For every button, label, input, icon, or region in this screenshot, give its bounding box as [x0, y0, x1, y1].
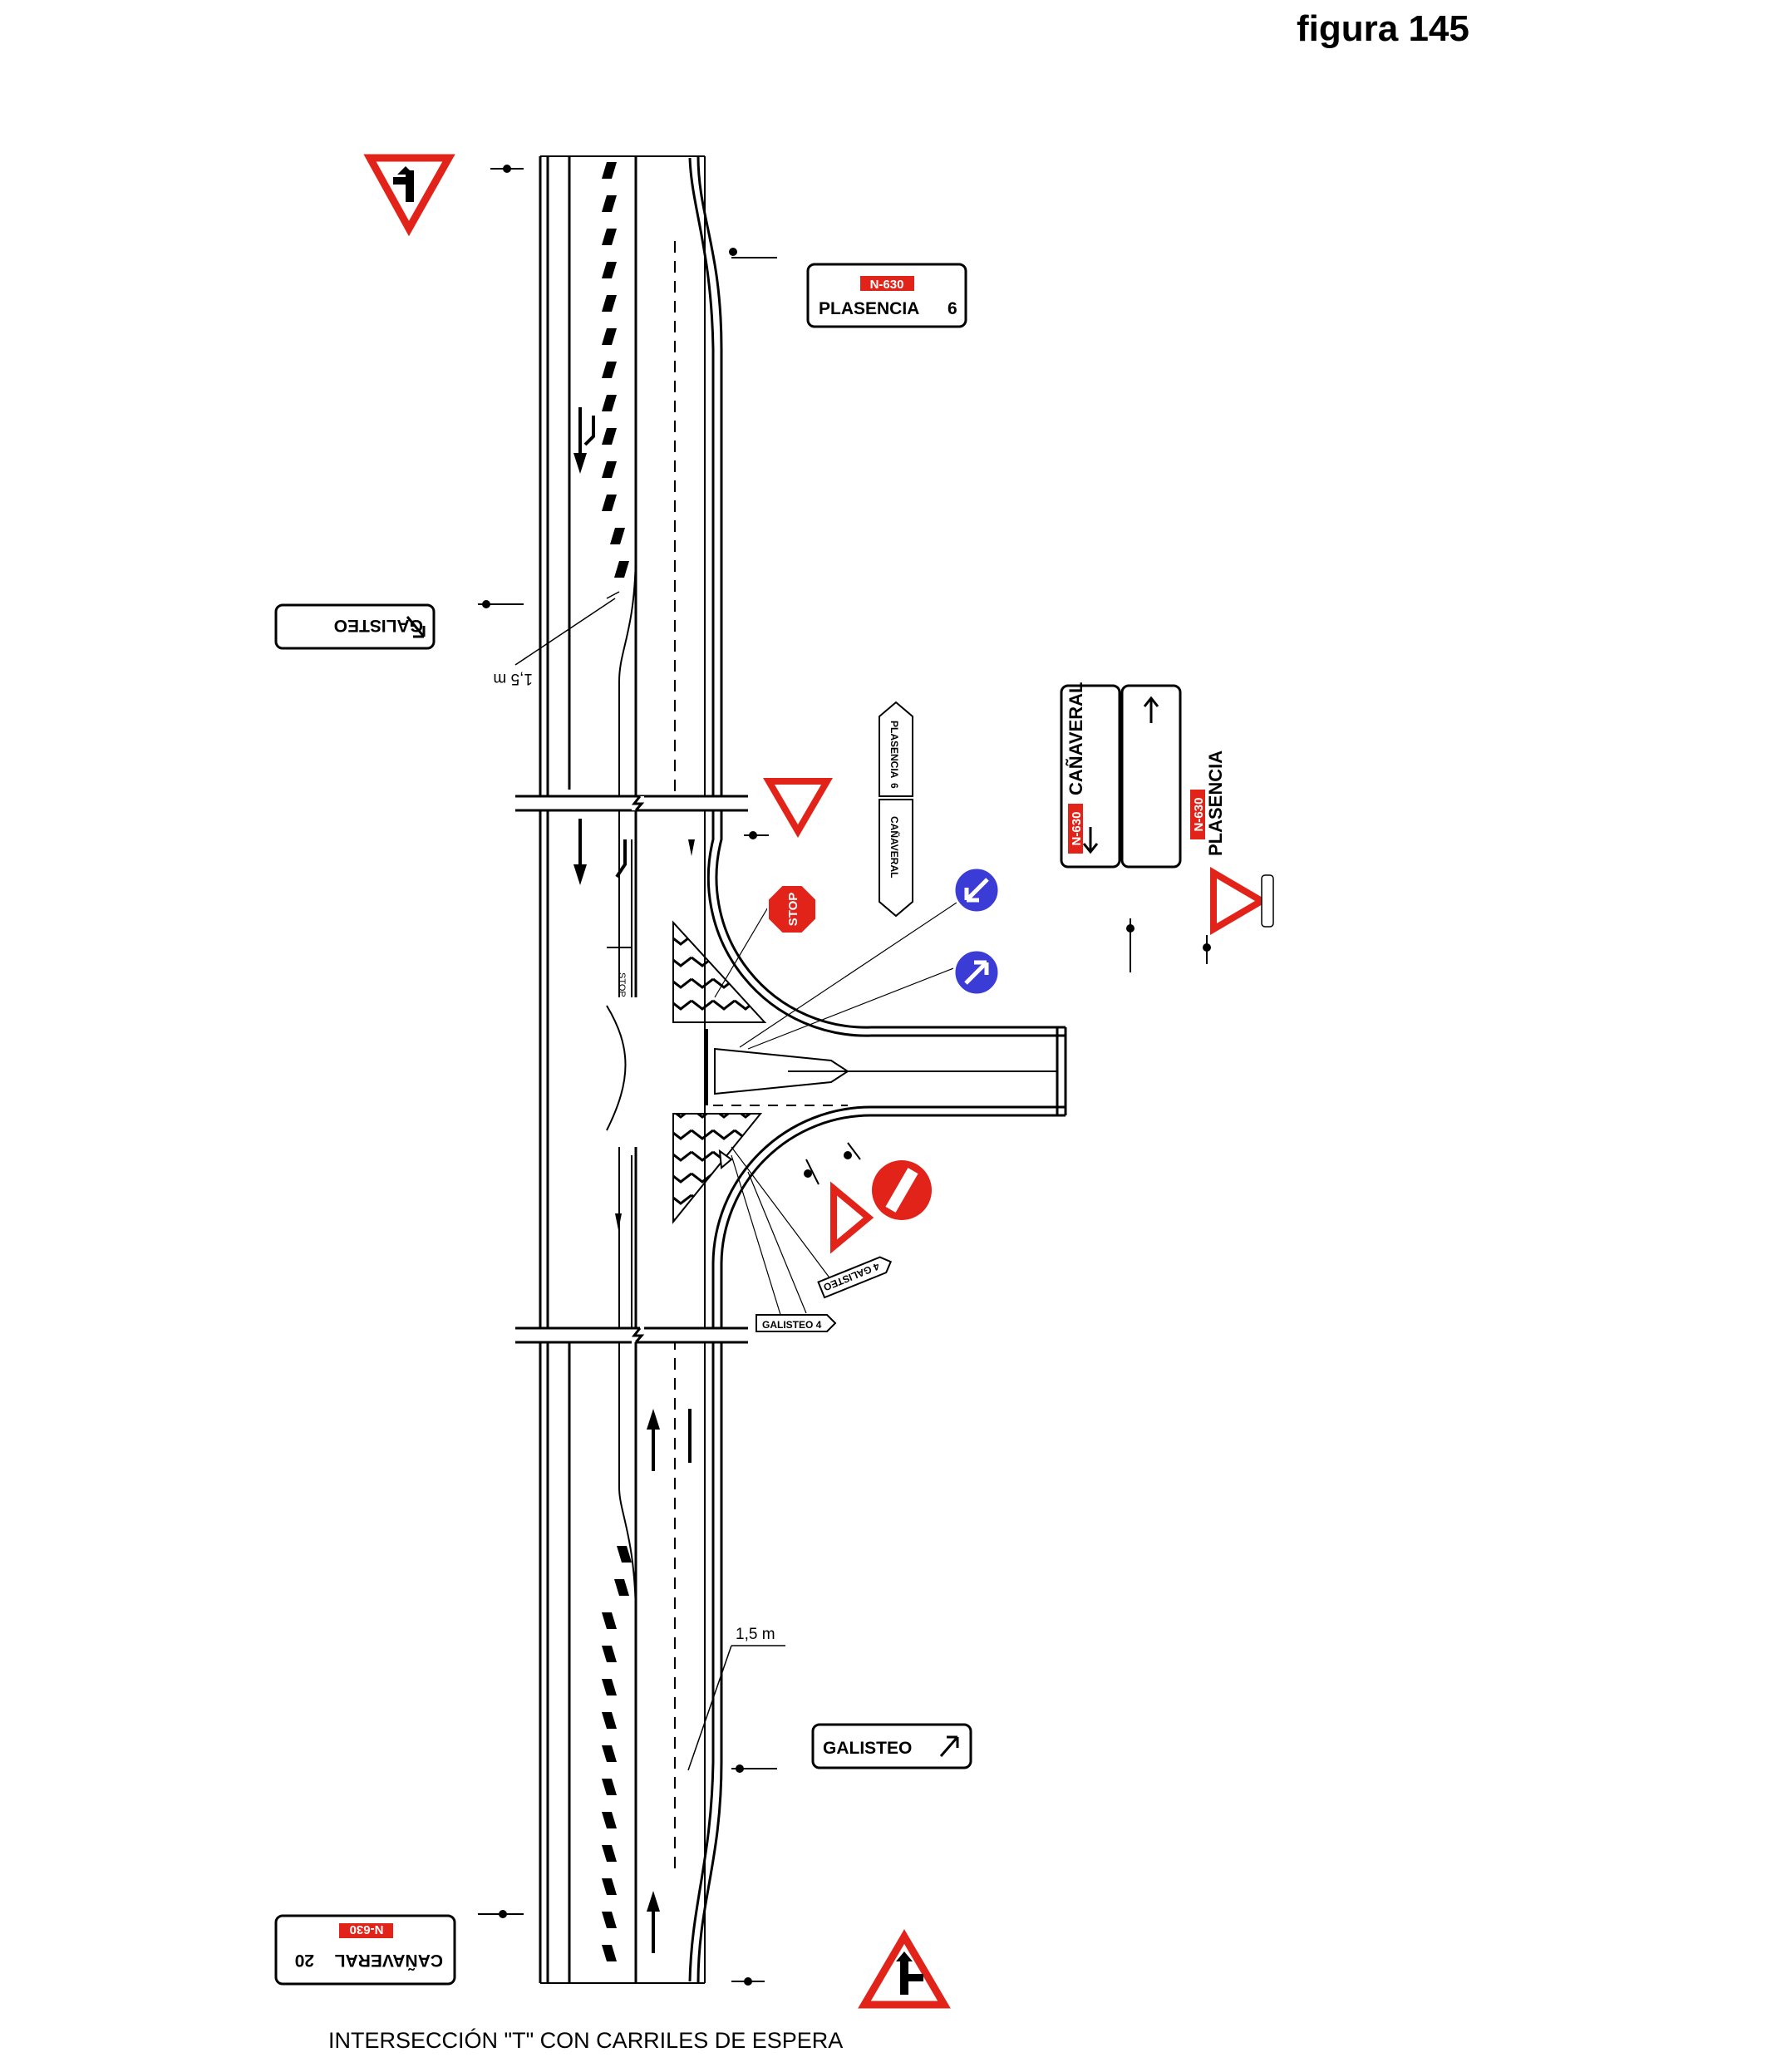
- sign-galisteo-arrow-2: 4 GALISTEO: [817, 1256, 893, 1299]
- give-way-sign-1: [763, 778, 833, 838]
- sign-side-road-map: N-630 CAÑAVERAL N-630 PLASENCIA: [1060, 682, 1226, 869]
- arrow-icon: [939, 1735, 959, 1757]
- arrow-icon: [964, 878, 989, 903]
- sign-place: GALISTEO: [823, 1739, 912, 1758]
- blue-mandatory-sign-2: [952, 948, 1001, 997]
- give-way-sign-2: [830, 1181, 874, 1254]
- sign-road-code: N-630: [350, 1922, 384, 1937]
- arrow-icon: [406, 616, 426, 638]
- leader-lines: [714, 897, 965, 1318]
- sign-plasencia-top: N-630 PLASENCIA 6: [806, 263, 967, 328]
- small-direction-signs: PLASENCIA 6 CAÑAVERAL: [879, 701, 913, 918]
- arrow-down-icon: [1082, 827, 1099, 854]
- priority-crossroad-sign-bottom: [858, 1929, 951, 2009]
- sign-galisteo-lower: GALISTEO: [811, 1723, 972, 1769]
- dimension-label-top: 1,5 m: [493, 670, 533, 687]
- sign-distance: 6: [947, 299, 957, 318]
- sign-place: CAÑAVERAL: [1066, 682, 1086, 795]
- hatch-marks-top: [602, 162, 629, 578]
- sign-galisteo-arrow-1: GALISTEO 4: [756, 1314, 837, 1332]
- sign-canaveral-bottom: N-630 CAÑAVERAL 20: [274, 1914, 456, 1986]
- main-road: [539, 155, 1067, 1984]
- stop-sign-text: STOP: [786, 893, 800, 927]
- dimension-bottom: [687, 1645, 785, 1771]
- sign-place: GALISTEO: [334, 616, 423, 635]
- small-sign-plasencia: PLASENCIA: [888, 721, 900, 779]
- sign-place: PLASENCIA: [819, 299, 919, 318]
- road-arrows: [573, 407, 733, 1953]
- dimension-label-bottom: 1,5 m: [736, 1626, 775, 1643]
- sign-posts: [478, 165, 1211, 1986]
- sign-road-code: N-630: [1192, 798, 1206, 832]
- arrow-up-icon: [1143, 696, 1159, 723]
- dimension-top: [514, 591, 620, 666]
- stop-road-marking: STOP: [617, 972, 627, 997]
- hatch-marks-bottom: [602, 1546, 632, 1961]
- sign-road-code: N-630: [1070, 812, 1084, 846]
- sign-place: CAÑAVERAL: [335, 1951, 443, 1970]
- stop-sign: STOP: [767, 884, 817, 934]
- small-sign-canaveral: CAÑAVERAL: [888, 816, 901, 878]
- figure-caption: INTERSECCIÓN "T" CON CARRILES DE ESPERA: [328, 2028, 844, 2053]
- blue-mandatory-sign-1: [952, 866, 1001, 914]
- arrow-icon: [964, 960, 989, 985]
- sign-place: PLASENCIA: [1205, 751, 1226, 856]
- give-way-sign-3: [1210, 867, 1274, 935]
- small-sign-plasencia-distance: 6: [888, 783, 900, 789]
- sign-road-code: N-630: [870, 278, 904, 292]
- figure-title: figura 145: [1297, 8, 1469, 49]
- sign-text: GALISTEO 4: [762, 1319, 822, 1331]
- break-lines: [515, 795, 748, 1344]
- priority-crossroad-sign-top: [363, 154, 455, 237]
- sign-distance: 20: [295, 1951, 314, 1970]
- no-entry-sign: [872, 1160, 932, 1220]
- sign-galisteo-upper: GALISTEO: [274, 603, 436, 650]
